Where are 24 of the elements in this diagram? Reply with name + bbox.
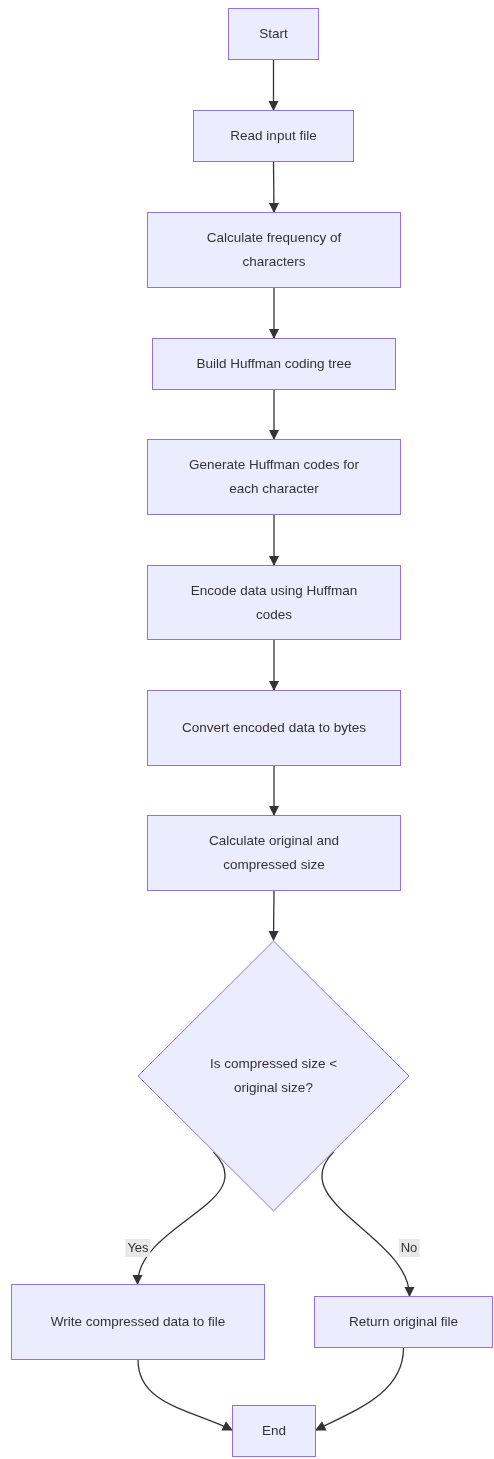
process-box: Convert encoded data to bytes bbox=[147, 690, 401, 766]
arrow bbox=[268, 287, 280, 340]
arrow bbox=[268, 890, 279, 942]
process-box: Generate Huffman codes for each character bbox=[147, 439, 401, 515]
process-box: End bbox=[232, 1405, 316, 1457]
process-box: Read input file bbox=[193, 110, 354, 162]
arrow bbox=[315, 1347, 405, 1431]
process-box: Calculate frequency of characters bbox=[147, 212, 401, 288]
edge-label: No bbox=[398, 1239, 420, 1257]
decision-text: Is compressed size < original size? bbox=[208, 1055, 339, 1097]
arrow bbox=[268, 389, 280, 441]
process-box: Calculate original and compressed size bbox=[147, 815, 401, 891]
process-box: Build Huffman coding tree bbox=[152, 338, 396, 390]
edge-label: Yes bbox=[125, 1239, 151, 1257]
process-box: Start bbox=[228, 8, 319, 60]
arrow bbox=[268, 161, 280, 214]
process-box: Return original file bbox=[314, 1296, 493, 1348]
arrow bbox=[268, 514, 280, 567]
arrow bbox=[137, 1359, 233, 1431]
process-box: Write compressed data to file bbox=[11, 1284, 265, 1360]
arrow bbox=[268, 59, 279, 112]
arrow bbox=[268, 765, 280, 817]
process-box: Encode data using Huffman codes bbox=[147, 565, 401, 640]
arrow bbox=[268, 639, 280, 692]
